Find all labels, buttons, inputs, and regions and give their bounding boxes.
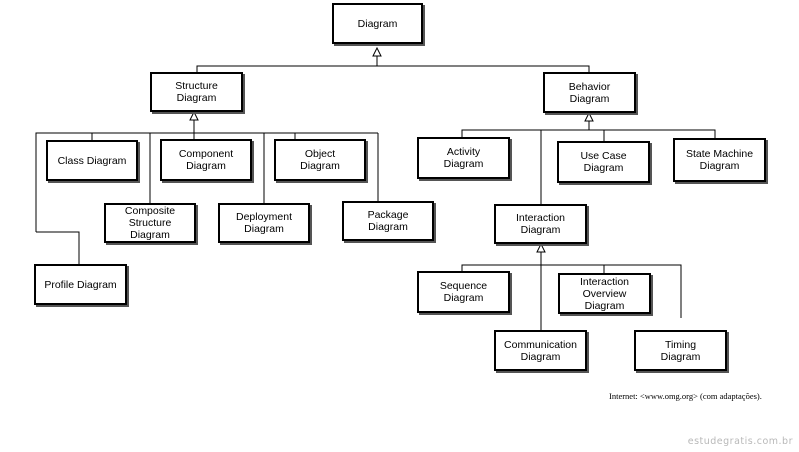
use-case-diagram-node: Use Case Diagram	[557, 141, 650, 183]
composite-structure-diagram-node: Composite Structure Diagram	[104, 203, 196, 243]
package-diagram-node: Package Diagram	[342, 201, 434, 241]
profile-diagram-node: Profile Diagram	[34, 264, 127, 305]
source-credit: Internet: <www.omg.org> (com adaptações)…	[609, 391, 762, 401]
structure-diagram-node: Structure Diagram	[150, 72, 243, 112]
object-diagram-node: Object Diagram	[274, 139, 366, 181]
interaction-overview-diagram-node: Interaction Overview Diagram	[558, 273, 651, 314]
communication-diagram-node: Communication Diagram	[494, 330, 587, 371]
interaction-diagram-node: Interaction Diagram	[494, 204, 587, 244]
timing-diagram-node: Timing Diagram	[634, 330, 727, 371]
site-watermark: estudegratis.com.br	[687, 436, 793, 447]
activity-diagram-node: Activity Diagram	[417, 137, 510, 179]
deployment-diagram-node: Deployment Diagram	[218, 203, 310, 243]
state-machine-diagram-node: State Machine Diagram	[673, 138, 766, 182]
component-diagram-node: Component Diagram	[160, 139, 252, 181]
behavior-diagram-node: Behavior Diagram	[543, 72, 636, 113]
class-diagram-node: Class Diagram	[46, 140, 138, 181]
diagram-node-root: Diagram	[332, 3, 423, 44]
sequence-diagram-node: Sequence Diagram	[417, 271, 510, 313]
